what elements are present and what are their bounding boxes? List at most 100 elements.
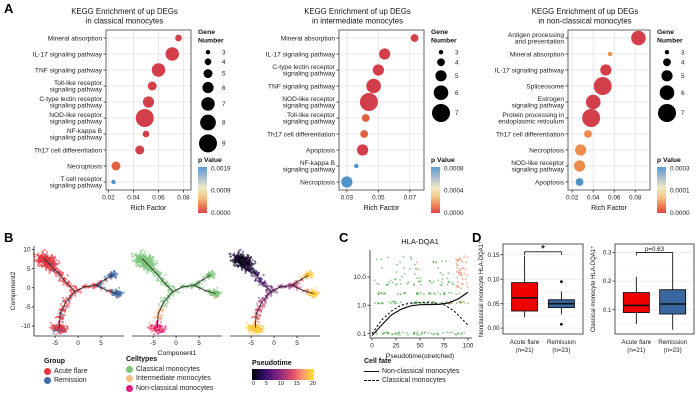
- svg-text:signaling pathway: signaling pathway: [283, 119, 336, 126]
- svg-text:Component2: Component2: [10, 271, 17, 310]
- cellfate-legend: Cell fate Non-classical monocytes Classi…: [364, 358, 459, 384]
- svg-text:KEGG Enrichment of up DEGs: KEGG Enrichment of up DEGs: [304, 7, 411, 16]
- svg-text:5: 5: [27, 266, 31, 273]
- svg-text:9: 9: [222, 141, 226, 148]
- svg-text:3: 3: [222, 49, 226, 56]
- svg-text:8: 8: [222, 120, 226, 127]
- svg-text:-5: -5: [248, 340, 254, 347]
- celltypes-legend-title: Celltypes: [126, 356, 158, 363]
- svg-text:0.07: 0.07: [404, 195, 417, 202]
- significance-bracket: [524, 251, 562, 255]
- legend-item-intermediate: Intermediate monocytes: [126, 375, 213, 382]
- trajectory-points-0: [32, 248, 125, 336]
- svg-text:Necroptosis: Necroptosis: [67, 163, 103, 170]
- svg-text:7: 7: [455, 110, 459, 117]
- svg-text:IL-17 signaling pathway: IL-17 signaling pathway: [266, 51, 336, 58]
- svg-text:NF-kappa B: NF-kappa B: [67, 128, 103, 135]
- svg-text:4: 4: [222, 59, 226, 66]
- svg-text:signaling pathway: signaling pathway: [50, 87, 103, 94]
- svg-text:in intermediate monocytes: in intermediate monocytes: [312, 17, 403, 26]
- svg-text:0.3: 0.3: [603, 250, 612, 257]
- svg-text:Remission: Remission: [658, 339, 687, 346]
- svg-text:0.0000: 0.0000: [444, 210, 464, 217]
- pseudotime-tick: 0: [252, 381, 256, 387]
- intermediate-label: Intermediate monocytes: [136, 375, 211, 382]
- svg-text:C-type lectin receptor: C-type lectin receptor: [272, 64, 335, 71]
- nonclassical-dot-icon: [126, 384, 133, 392]
- svg-text:p Value: p Value: [657, 157, 681, 164]
- pseudotime-tick: 20: [309, 381, 316, 387]
- svg-text:Toll-like receptor: Toll-like receptor: [287, 112, 336, 119]
- trajectory-points-1: [130, 248, 223, 336]
- svg-text:1.0: 1.0: [357, 303, 366, 310]
- svg-text:0.0003: 0.0003: [670, 166, 690, 173]
- svg-text:NOD-like receptor: NOD-like receptor: [282, 96, 336, 103]
- trajectory-tree-0: [43, 258, 118, 328]
- pseudotime-legend: Pseudotime 0 5 10 15 20: [252, 360, 316, 387]
- trajectory-tree-2: [239, 258, 314, 328]
- svg-text:Apoptosis: Apoptosis: [306, 147, 336, 154]
- svg-text:p=0.63: p=0.63: [645, 246, 665, 253]
- svg-text:0.03: 0.03: [341, 195, 354, 202]
- svg-text:75: 75: [440, 343, 448, 350]
- panel-d-label: D: [472, 230, 482, 245]
- svg-text:(n=21): (n=21): [627, 347, 645, 354]
- svg-text:Protein processing in: Protein processing in: [502, 112, 564, 119]
- nonclassical-label: Non-classical monocytes: [136, 384, 214, 392]
- svg-text:-5: -5: [25, 304, 31, 311]
- svg-text:signaling pathway: signaling pathway: [50, 119, 103, 126]
- svg-text:C-type lectin receptor: C-type lectin receptor: [39, 96, 102, 103]
- svg-text:0: 0: [76, 340, 80, 347]
- svg-text:Th17 cell differentiation: Th17 cell differentiation: [34, 147, 102, 154]
- svg-text:and presentation: and presentation: [515, 39, 564, 46]
- svg-text:KEGG Enrichment of up DEGs: KEGG Enrichment of up DEGs: [71, 7, 178, 16]
- classical-label: Classical monocytes: [136, 365, 200, 373]
- svg-text:0.0008: 0.0008: [444, 166, 464, 173]
- svg-text:10: 10: [23, 247, 31, 254]
- svg-text:0.0004: 0.0004: [444, 188, 464, 195]
- nonclassical-fate-label: Non-classical monocytes: [382, 367, 460, 375]
- svg-text:3: 3: [455, 49, 459, 56]
- svg-text:TNF signaling pathway: TNF signaling pathway: [268, 83, 336, 90]
- solid-line-icon: [364, 370, 379, 372]
- svg-text:signaling pathway: signaling pathway: [512, 167, 565, 174]
- svg-text:Remission: Remission: [547, 339, 576, 346]
- classical-curve: [371, 302, 469, 334]
- svg-text:signaling pathway: signaling pathway: [283, 167, 336, 174]
- pathway-dots: [573, 30, 646, 186]
- celltypes-legend: Celltypes Classical monocytes Intermedia…: [126, 356, 213, 392]
- cellfate-legend-title: Cell fate: [364, 358, 392, 365]
- svg-text:*: *: [541, 243, 545, 253]
- svg-text:in classical monocytes: in classical monocytes: [86, 17, 164, 26]
- svg-text:0.02: 0.02: [566, 195, 579, 202]
- group-legend: Group Acute flare Remission: [44, 358, 87, 384]
- significance-bracket: [635, 252, 674, 256]
- svg-text:(n=23): (n=23): [552, 347, 570, 354]
- svg-text:0.00: 0.00: [487, 325, 500, 332]
- svg-text:Rich Factor: Rich Factor: [131, 205, 167, 212]
- legend-item-nonclassical-fate: Non-classical monocytes: [364, 368, 459, 375]
- svg-text:NOD-like receptor: NOD-like receptor: [511, 160, 565, 167]
- svg-text:NF-kappa B: NF-kappa B: [300, 160, 336, 167]
- pathway-dots: [341, 34, 419, 188]
- svg-text:Gene: Gene: [198, 29, 215, 36]
- svg-text:0.0000: 0.0000: [670, 210, 690, 217]
- pseudotime-tick: 5: [264, 381, 268, 387]
- svg-text:signaling pathway: signaling pathway: [50, 103, 103, 110]
- svg-text:Gene: Gene: [657, 29, 674, 36]
- svg-text:Mineral absorption: Mineral absorption: [48, 35, 103, 42]
- box-0: [622, 292, 650, 314]
- svg-text:0.05: 0.05: [372, 195, 385, 202]
- svg-text:5: 5: [295, 340, 299, 347]
- svg-text:Classical monocyte HLA-DQA1⁺: Classical monocyte HLA-DQA1⁺: [590, 246, 597, 333]
- svg-text:7: 7: [681, 110, 685, 117]
- svg-text:6: 6: [222, 85, 226, 92]
- svg-text:-5: -5: [52, 340, 58, 347]
- svg-text:Spliceosome: Spliceosome: [526, 83, 564, 90]
